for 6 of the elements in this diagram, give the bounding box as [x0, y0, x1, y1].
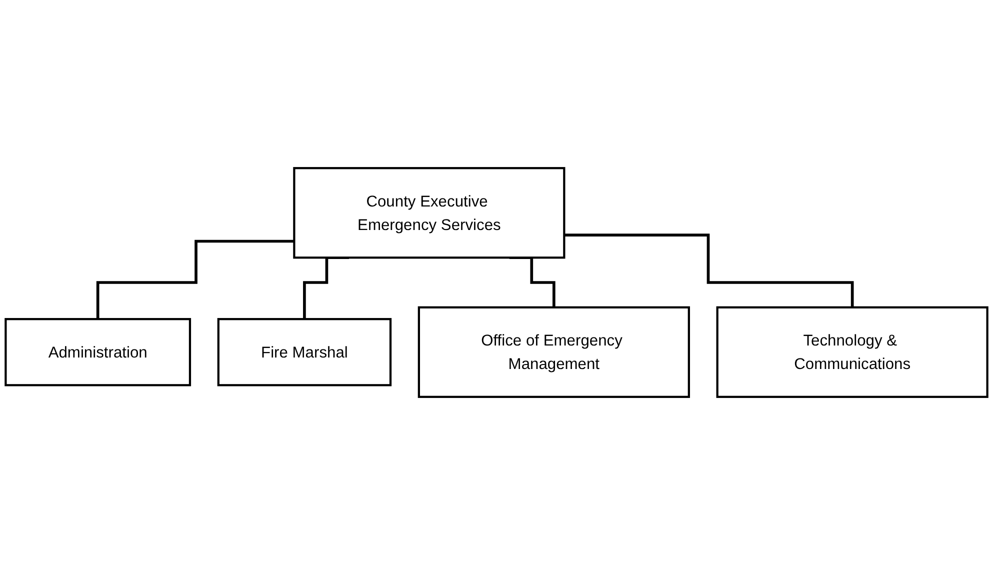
node-box: Technology & Communications — [716, 306, 988, 398]
node-box: County Executive Emergency Services — [293, 167, 566, 259]
node-box: Fire Marshal — [217, 318, 392, 386]
node-box: Office of Emergency Management — [418, 306, 690, 398]
connector — [96, 240, 294, 320]
node-box: Administration — [4, 318, 192, 386]
